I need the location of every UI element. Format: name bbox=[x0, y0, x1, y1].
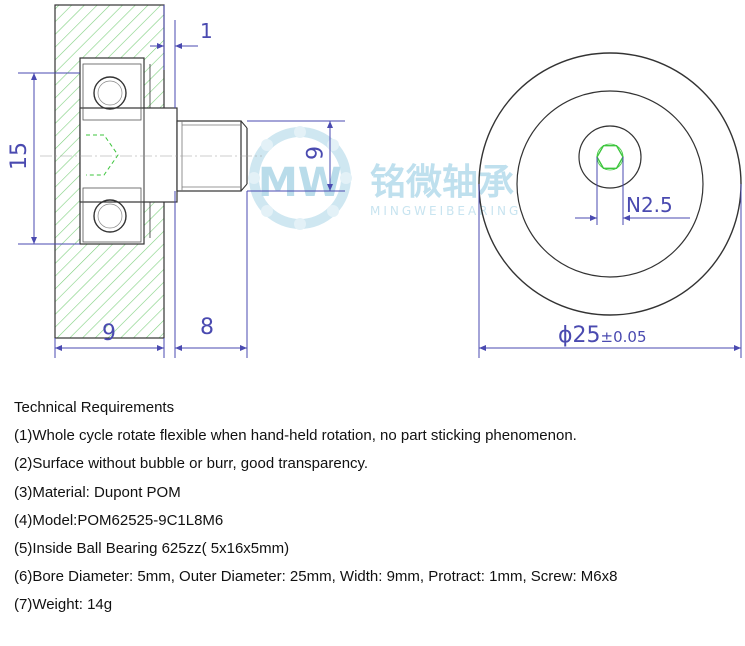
requirement-item: (5)Inside Ball Bearing 625zz( 5x16x5mm) bbox=[14, 540, 290, 558]
dim-height-label: 15 bbox=[7, 142, 32, 170]
requirement-item: (1)Whole cycle rotate flexible when hand… bbox=[14, 427, 577, 445]
requirement-item: (7)Weight: 14g bbox=[14, 596, 113, 614]
requirement-item: (3)Material: Dupont POM bbox=[14, 483, 181, 501]
svg-text:MW: MW bbox=[258, 160, 342, 206]
dim-protrude-label: 1 bbox=[200, 19, 213, 43]
dim-width-label: 9 bbox=[102, 321, 116, 346]
dim-screw-label: 8 bbox=[200, 315, 214, 340]
dim-outer-label: ϕ25±0.05 bbox=[558, 323, 646, 348]
technical-requirements: Technical Requirements (1)Whole cycle ro… bbox=[14, 394, 734, 620]
dim-bore-label: N2.5 bbox=[626, 193, 673, 217]
side-view-dimensions bbox=[18, 5, 345, 358]
watermark-cn: 铭微轴承 bbox=[370, 162, 514, 203]
front-view bbox=[478, 52, 742, 316]
side-view bbox=[40, 4, 262, 339]
requirement-item: (2)Surface without bubble or burr, good … bbox=[14, 455, 369, 473]
watermark-logo: MW bbox=[248, 126, 352, 230]
requirements-title: Technical Requirements bbox=[14, 399, 175, 416]
technical-drawing: MW 铭微轴承 MINGWEIBEARING bbox=[7, 4, 742, 358]
requirement-item: (6)Bore Diameter: 5mm, Outer Diameter: 2… bbox=[14, 568, 618, 586]
watermark-en: MINGWEIBEARING bbox=[370, 204, 521, 218]
requirement-item: (4)Model:POM62525-9C1L8M6 bbox=[14, 511, 224, 529]
dim-thread-label: 6 bbox=[300, 146, 325, 160]
front-view-dimensions bbox=[478, 157, 742, 358]
